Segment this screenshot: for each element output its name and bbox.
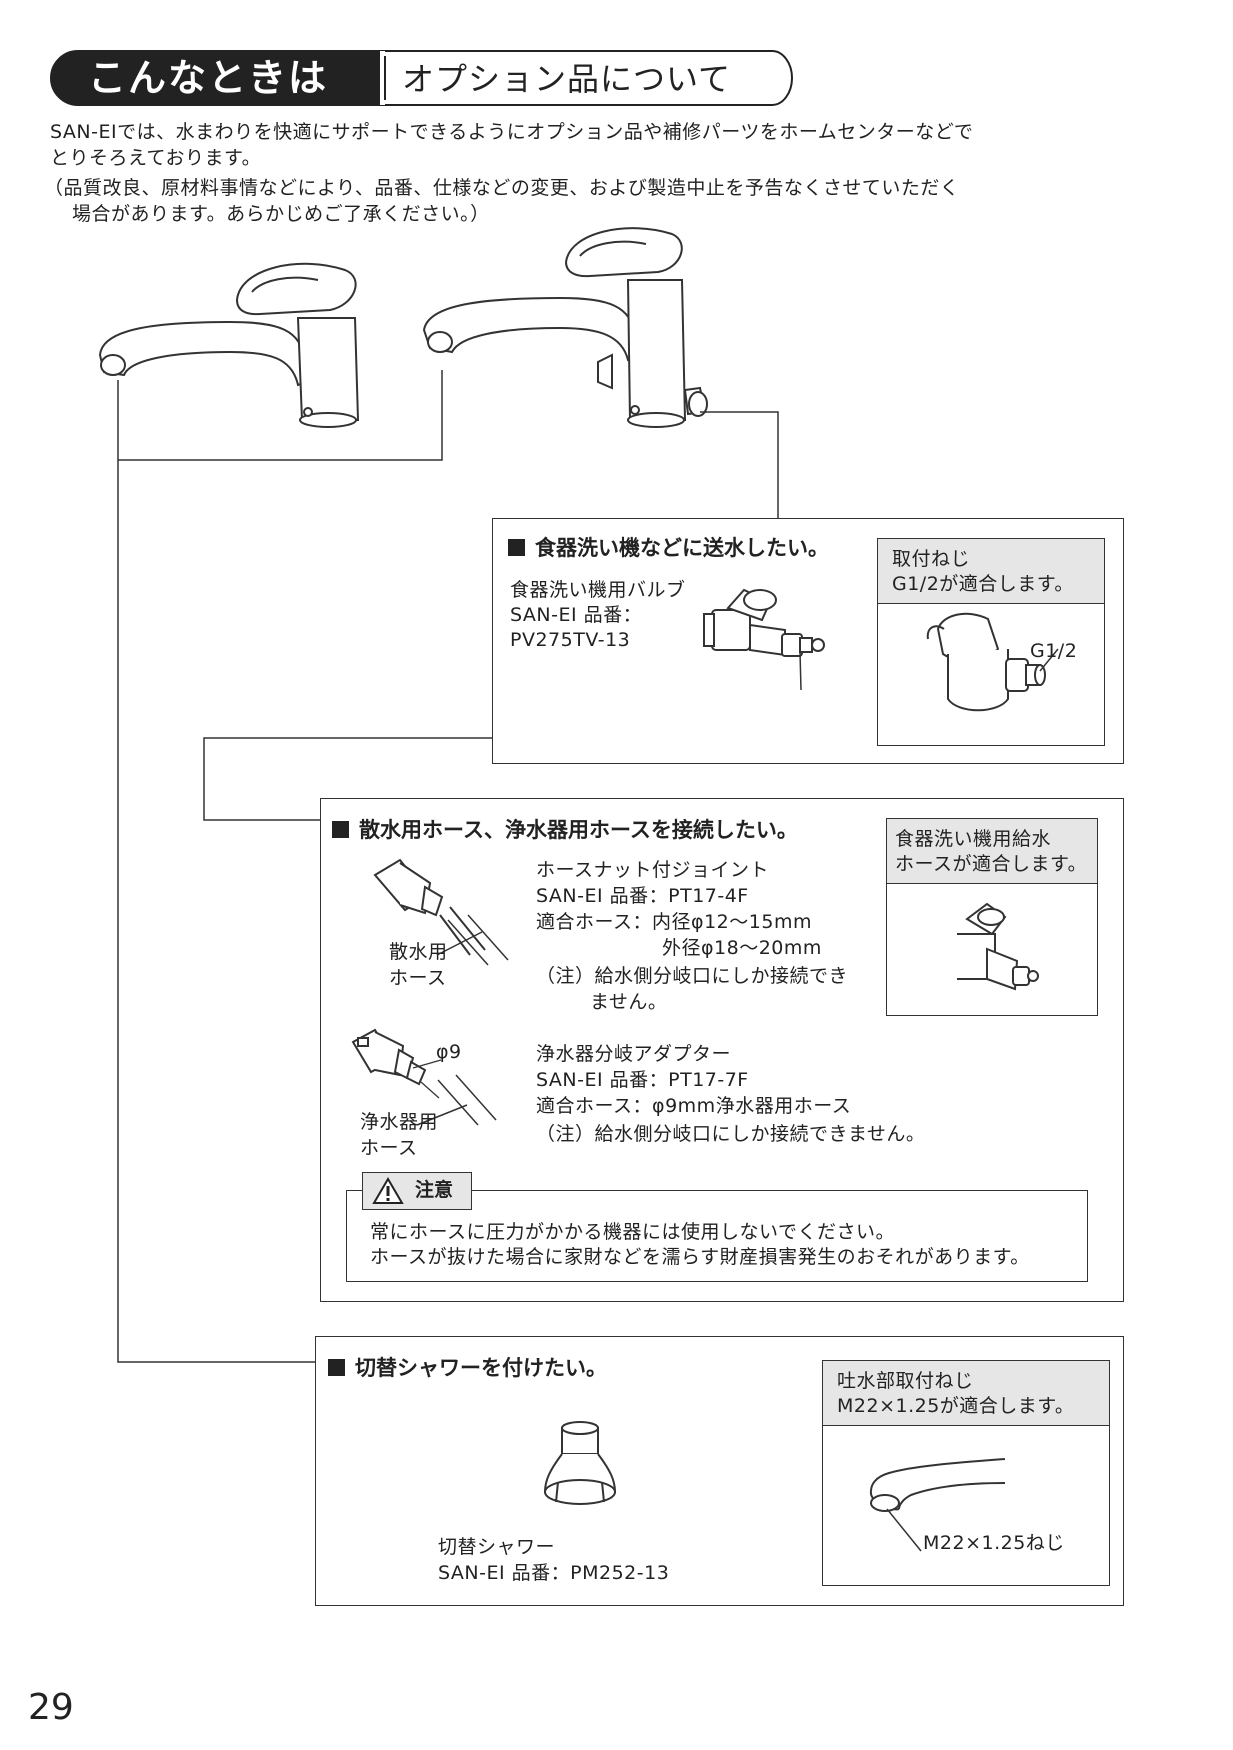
shower-fit-note: 吐水部取付ねじ M22×1.25が適合します。 M22×1.25ねじ xyxy=(822,1360,1110,1586)
shower-fit-note-header xyxy=(823,1361,1109,1426)
m22-thread-label: M22×1.25ねじ xyxy=(923,1532,1065,1554)
dishwasher-hose-fitting-illustration xyxy=(957,902,1039,991)
bullet-square xyxy=(508,539,525,556)
page-title: オプション品について xyxy=(402,60,732,98)
dishwasher-valve-illustration xyxy=(703,588,825,691)
g12-thread-label: G1/2 xyxy=(1030,640,1078,662)
header-label: こんなときは xyxy=(88,56,329,100)
garden-hose-label-2: ホース xyxy=(389,967,447,989)
dishwasher-product-name: 食器洗い機用バルブ xyxy=(510,579,686,601)
dishwasher-fit-note: 取付ねじ G1/2が適合します。 G1/2 xyxy=(877,538,1105,746)
purifier-hose-leader xyxy=(416,1104,468,1126)
intro-line-2: とりそろえております。 xyxy=(50,147,262,169)
dishwasher-product-code: PV275TV-13 xyxy=(510,629,631,651)
purifier-hose-label-1: 浄水器用 xyxy=(360,1111,439,1133)
hose-side-note-2: ホースが適合します。 xyxy=(895,853,1088,875)
dishwasher-title-text: 食器洗い機などに送水したい。 xyxy=(535,536,829,560)
header-banner: こんなときは オプション品について xyxy=(50,50,793,106)
hose-fit-note-header xyxy=(887,819,1097,884)
phi9-label: φ9 xyxy=(436,1041,462,1063)
adapter-fit: 適合ホース：φ9mm浄水器用ホース xyxy=(536,1095,852,1117)
purifier-hose-label-2: ホース xyxy=(360,1137,418,1159)
warning-triangle-icon xyxy=(372,1177,404,1204)
adapter-code: SAN-EI 品番：PT17-7F xyxy=(536,1069,749,1091)
hose-title-text: 散水用ホース、浄水器用ホースを接続したい。 xyxy=(359,818,798,842)
joint-fit-1: 適合ホース：内径φ12～15mm xyxy=(536,911,812,933)
hose-illustration xyxy=(447,914,509,966)
shower-note-line2: M22×1.25が適合します。 xyxy=(837,1395,1075,1417)
shower-note-line1: 吐水部取付ねじ xyxy=(837,1370,974,1392)
header-banner-shape xyxy=(50,50,793,106)
shower-title: 切替シャワーを付けたい。 xyxy=(328,1352,607,1382)
adapter-note: （注）給水側分岐口にしか接続できません。 xyxy=(536,1123,926,1145)
hose-fit-note: 食器洗い機用給水 ホースが適合します。 xyxy=(886,818,1098,1016)
purifier-adapter-illustration xyxy=(351,1028,442,1099)
switch-shower-illustration xyxy=(543,1421,617,1505)
caution-label: 注意 xyxy=(415,1179,454,1201)
caution-line-1: 常にホースに圧力がかかる機器には使用しないでください。 xyxy=(370,1221,895,1243)
garden-hose-leader xyxy=(436,931,483,956)
bullet-square xyxy=(328,1359,345,1376)
hose-side-note-1: 食器洗い機用給水 xyxy=(895,828,1052,850)
intro-line-1: SAN-EIでは、水まわりを快適にサポートできるようにオプション品や補修パーツを… xyxy=(50,121,974,143)
joint-code: SAN-EI 品番：PT17-4F xyxy=(536,885,749,907)
purifier-hose-illustration xyxy=(437,1074,497,1126)
garden-hose-label-1: 散水用 xyxy=(389,941,448,963)
g12-fitting-illustration xyxy=(926,612,1059,712)
shower-title-text: 切替シャワーを付けたい。 xyxy=(355,1356,607,1380)
joint-fit-2: 外径φ18～20mm xyxy=(662,937,822,959)
hose-title: 散水用ホース、浄水器用ホースを接続したい。 xyxy=(332,814,798,844)
dishwasher-code-line: SAN-EI 品番： xyxy=(510,604,643,626)
caution-line-2: ホースが抜けた場合に家財などを濡らす財産損害発生のおそれがあります。 xyxy=(370,1246,1030,1268)
hose-joint-illustration xyxy=(373,858,486,956)
spout-thread-illustration xyxy=(869,1458,1006,1552)
dishwasher-note-line2: G1/2が適合します。 xyxy=(892,573,1074,595)
page-number: 29 xyxy=(28,1687,74,1728)
joint-name: ホースナット付ジョイント xyxy=(536,859,770,881)
dishwasher-note-line1: 取付ねじ xyxy=(892,548,971,570)
caution-tag: 注意 xyxy=(362,1172,472,1210)
dishwasher-title: 食器洗い機などに送水したい。 xyxy=(508,532,829,562)
bullet-square xyxy=(332,821,349,838)
dishwasher-fit-note-header xyxy=(878,539,1104,604)
joint-note-1: （注）給水側分岐口にしか接続でき xyxy=(536,965,849,987)
intro-line-4: 場合があります。あらかじめご了承ください。） xyxy=(72,203,490,225)
shower-product-code: SAN-EI 品番：PM252-13 xyxy=(438,1562,670,1584)
intro-line-3: （品質改良、原材料事情などにより、品番、仕様などの変更、および製造中止を予告なく… xyxy=(44,177,960,199)
joint-note-2: ません。 xyxy=(590,991,668,1013)
adapter-name: 浄水器分岐アダプター xyxy=(536,1043,732,1065)
shower-product-name: 切替シャワー xyxy=(438,1536,556,1558)
